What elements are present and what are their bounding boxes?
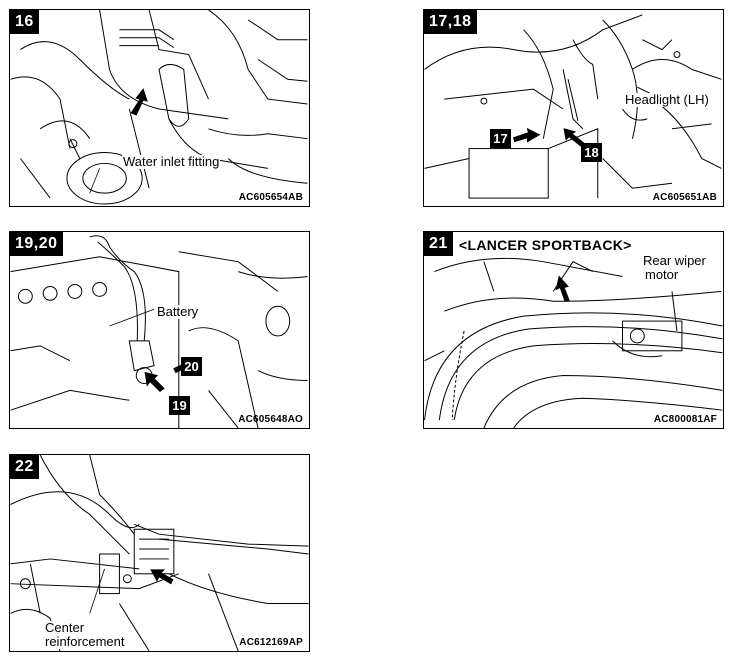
figure-code: AC605651AB [652,192,717,203]
step-badge: 21 [424,232,453,256]
center-reinforcement-illustration [10,455,309,651]
engine-illustration [10,10,308,205]
figure-panel-21: 21 <LANCER SPORTBACK> Rear wiper motor A… [423,231,724,429]
step-badge: 17,18 [424,10,477,34]
callout-center-line2: reinforcement [44,634,126,649]
rear-wiper-illustration [424,257,723,428]
figure-panel-19-20: 19,20 Battery 20 19 AC605648AO [9,231,310,429]
tag-20: 20 [181,357,202,376]
step-badge: 19,20 [10,232,63,256]
figure-code: AC605654AB [238,192,303,203]
step-badge: 16 [10,10,39,34]
model-subtitle: <LANCER SPORTBACK> [457,237,634,253]
headlight-illustration [424,14,722,199]
battery-illustration [10,235,308,428]
callout-center-line1: Center [44,620,86,635]
figure-panel-22: 22 Center reinforcement AC612169AP [9,454,310,652]
figure-panel-16: 16 Water inlet fitting AC605654AB [9,9,310,207]
tag-19: 19 [169,396,190,415]
tag-18: 18 [581,143,602,162]
callout-rear-wiper-line2: motor [644,267,680,282]
figure-code: AC612169AP [239,637,303,648]
figure-code: AC800081AF [653,414,717,425]
callout-water-inlet-fitting: Water inlet fitting [122,154,221,169]
callout-rear-wiper-line1: Rear wiper [642,253,707,268]
figure-code: AC605648AO [238,414,303,425]
callout-battery: Battery [156,304,200,319]
step-badge: 22 [10,455,39,479]
tag-17: 17 [490,129,511,148]
figure-panel-17-18: 17,18 Headlight (LH) 17 18 AC605651AB [423,9,724,207]
callout-headlight-lh: Headlight (LH) [624,92,710,107]
